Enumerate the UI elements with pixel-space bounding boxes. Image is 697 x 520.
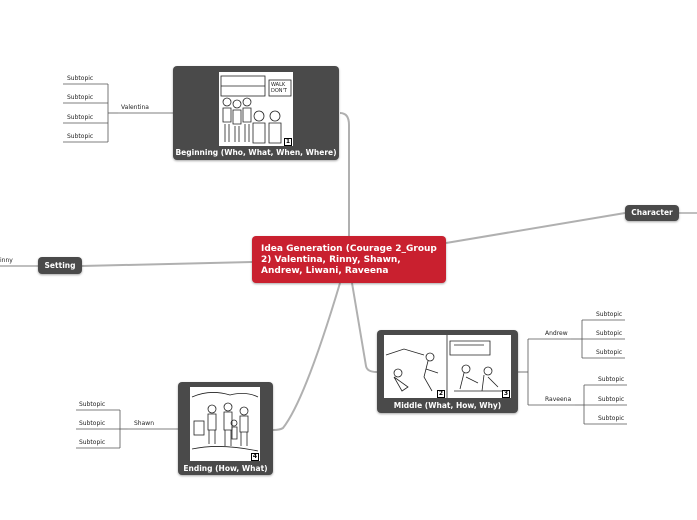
central-topic-label: Idea Generation (Courage 2_Group 2) Vale… [261, 244, 437, 276]
middle-topic[interactable]: 2 3 Middle (What, How, Why) [377, 330, 518, 413]
subtopic[interactable]: Subtopic [67, 75, 94, 82]
middle-illustration: 2 3 [384, 335, 511, 398]
subtopic[interactable]: Subtopic [598, 396, 625, 403]
branch-andrew[interactable]: Andrew [545, 330, 568, 337]
middle-label: Middle (What, How, Why) [393, 401, 502, 410]
character-topic[interactable]: Character [625, 205, 679, 221]
subtopic[interactable]: Subtopic [79, 420, 106, 427]
setting-topic[interactable]: Setting [38, 257, 82, 274]
subtopic[interactable]: Subtopic [67, 94, 94, 101]
image-number: 2 [436, 390, 445, 398]
image-number: 3 [501, 390, 510, 398]
beginning-topic[interactable]: WALK DON'T 1 Beginning (Who, What, When,… [173, 66, 339, 160]
central-topic[interactable]: Idea Generation (Courage 2_Group 2) Vale… [252, 236, 446, 283]
ending-label: Ending (How, What) [183, 464, 268, 473]
branch-raveena[interactable]: Raveena [545, 396, 572, 403]
beginning-label: Beginning (Who, What, When, Where) [175, 148, 337, 157]
branch-shawn[interactable]: Shawn [134, 420, 154, 427]
branch-valentina[interactable]: Valentina [121, 104, 149, 111]
ending-topic[interactable]: 4 Ending (How, What) [178, 382, 273, 475]
image-number: 1 [283, 138, 292, 146]
ending-illustration: 4 [190, 387, 260, 461]
subtopic[interactable]: Subtopic [79, 401, 106, 408]
svg-text:DON'T: DON'T [271, 88, 288, 94]
subtopic[interactable]: Subtopic [596, 330, 623, 337]
character-label: Character [631, 208, 673, 217]
image-number: 4 [250, 453, 259, 461]
setting-label: Setting [44, 261, 76, 270]
subtopic[interactable]: Subtopic [596, 311, 623, 318]
setting-member-label[interactable]: inny [0, 257, 13, 264]
beginning-illustration: WALK DON'T 1 [219, 72, 293, 146]
subtopic[interactable]: Subtopic [598, 415, 625, 422]
subtopic[interactable]: Subtopic [598, 376, 625, 383]
subtopic[interactable]: Subtopic [67, 133, 94, 140]
svg-text:WALK: WALK [271, 82, 286, 88]
subtopic[interactable]: Subtopic [596, 349, 623, 356]
subtopic[interactable]: Subtopic [67, 114, 94, 121]
subtopic[interactable]: Subtopic [79, 439, 106, 446]
